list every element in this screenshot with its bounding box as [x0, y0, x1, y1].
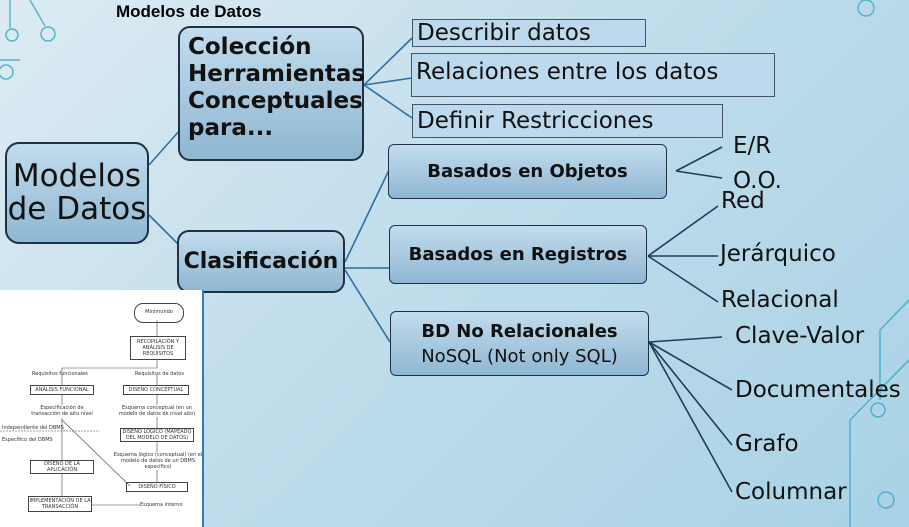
flow-req-funcionales: Requisitos funcionales: [32, 371, 88, 377]
collection-line-1: Colección: [188, 34, 312, 60]
collection-item-describir: Describir datos: [412, 19, 646, 47]
connector-registros-red: [647, 205, 719, 257]
leaf-er: E/R: [733, 133, 772, 159]
flow-esquema-conceptual: Esquema conceptual (en un modelo de dato…: [118, 405, 196, 417]
main-node-line-2: de Datos: [7, 191, 147, 227]
flow-requisitos-box: [130, 336, 186, 360]
leaf-documentales: Documentales: [735, 377, 901, 403]
collection-item-relaciones: Relaciones entre los datos: [411, 53, 775, 97]
flow-logico: DISEÑO LÓGICO (MAPEADO DEL MODELO DE DAT…: [122, 429, 192, 441]
nosql-node: BD No Relacionales NoSQL (Not only SQL): [390, 311, 649, 376]
collection-line-4: para...: [188, 115, 274, 141]
slide-title: Modelos de Datos: [116, 2, 262, 21]
records-node: Basados en Registros: [389, 225, 647, 284]
leaf-grafo: Grafo: [735, 431, 799, 457]
flow-esquema-logico: Esquema lógico (conceptual) (en el model…: [113, 452, 203, 470]
collection-line-2: Herramientas: [188, 61, 366, 87]
flow-aplicacion: DISEÑO DE LA APLICACIÓN: [44, 461, 80, 473]
main-node-line-1: Modelos: [12, 158, 142, 194]
objects-node: Basados en Objetos: [388, 144, 667, 199]
collection-item-restricciones: Definir Restricciones: [412, 104, 723, 138]
flow-requisitos: RECOPILACIÓN Y ANÁLISIS DE REQUISITOS: [136, 339, 180, 357]
connector-class-nosql: [344, 269, 391, 343]
connector-objetos-er: [675, 146, 723, 172]
leaf-oo: O.O.: [733, 168, 782, 194]
design-process-flowchart: Minimundo RECOPILACIÓN Y ANÁLISIS DE REQ…: [0, 290, 204, 527]
flow-implementacion-box: [28, 496, 92, 512]
connector-main-classification: [148, 214, 180, 246]
connector-nosql-clave: [648, 336, 723, 343]
connector-class-objetos: [344, 169, 390, 263]
collection-line-3: Conceptuales: [188, 88, 363, 114]
connector-registros-relacional: [647, 255, 719, 303]
flow-esquema-interno: Esquema interno: [140, 502, 183, 508]
leaf-clave-valor: Clave-Valor: [735, 323, 865, 349]
flow-logico-box: [120, 428, 194, 442]
connector-collection-relaciones: [363, 77, 413, 86]
flow-fisico: DISEÑO FÍSICO: [138, 484, 176, 490]
main-node: Modelos de Datos: [5, 142, 149, 244]
leaf-relacional: Relacional: [721, 287, 839, 313]
flow-especificacion: Especificación de transacción de alto ni…: [31, 405, 93, 417]
flow-conceptual-box: [123, 385, 189, 395]
leaf-red: Red: [721, 188, 765, 214]
flow-aplicacion-box: [30, 460, 94, 474]
flow-independiente: Independiente del DBMS: [2, 425, 64, 431]
collection-node: Colección Herramientas Conceptuales para…: [178, 26, 366, 161]
connector-nosql-columnar: [648, 341, 733, 493]
flow-analisis: ANÁLISIS FUNCIONAL: [35, 387, 89, 393]
flow-minimundo: Minimundo: [134, 303, 184, 323]
flow-req-datos: Requisitos de datos: [135, 371, 184, 377]
flow-conceptual: DISEÑO CONCEPTUAL: [128, 387, 184, 393]
connector-nosql-grafo: [648, 341, 733, 446]
leaf-columnar: Columnar: [735, 479, 847, 505]
connector-collection-describir: [363, 37, 413, 86]
connector-main-collection: [148, 129, 181, 166]
nosql-sublabel: NoSQL (Not only SQL): [421, 345, 618, 367]
flowchart-arrows: [0, 320, 158, 506]
flow-analisis-box: [30, 385, 94, 395]
flow-implementacion: IMPLEMENTACIÓN DE LA TRANSACCIÓN: [29, 498, 91, 510]
connector-collection-restricciones: [363, 84, 413, 119]
leaf-jerarquico: Jerárquico: [720, 241, 836, 267]
flow-fisico-box: [126, 482, 188, 492]
flow-especifico: Específico del DBMS: [2, 437, 53, 443]
classification-node: Clasificación: [177, 230, 345, 293]
connector-objetos-oo: [675, 170, 723, 179]
connector-nosql-documentales: [648, 341, 733, 391]
nosql-label: BD No Relacionales: [421, 320, 618, 342]
